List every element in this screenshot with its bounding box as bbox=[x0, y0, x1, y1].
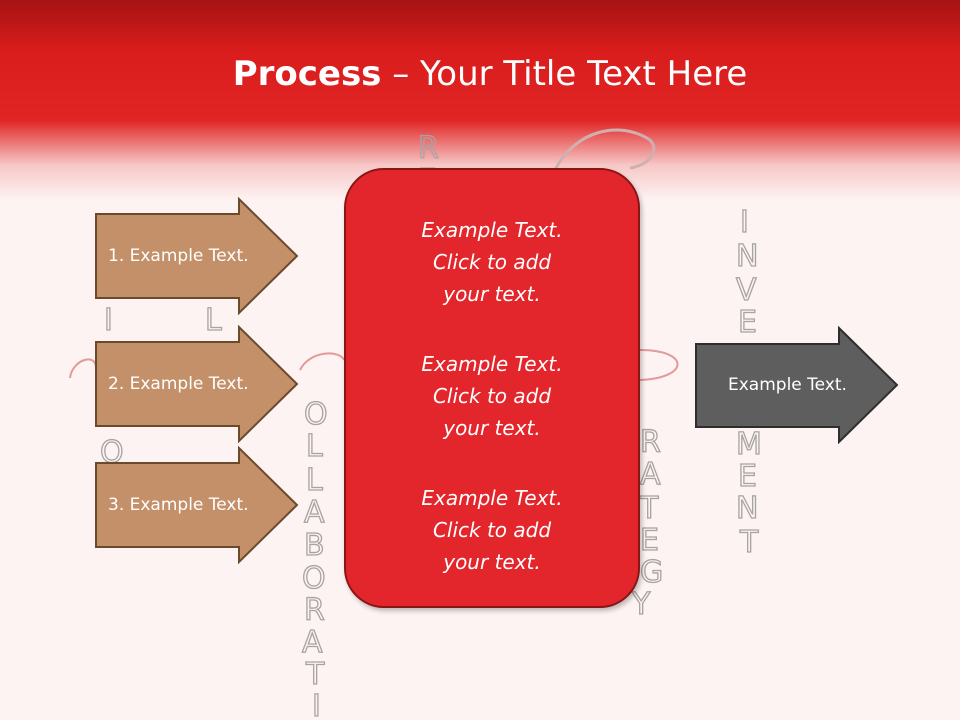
svg-text:L: L bbox=[205, 303, 222, 338]
svg-text:T: T bbox=[739, 525, 759, 560]
svg-text:E: E bbox=[640, 523, 659, 558]
svg-text:M: M bbox=[736, 427, 762, 462]
center-text-box[interactable]: Example Text. Click to add your text. Ex… bbox=[344, 168, 640, 608]
result-label: Example Text. bbox=[728, 375, 847, 395]
step-3-arrow[interactable]: 3. Example Text. bbox=[94, 446, 300, 564]
svg-text:Y: Y bbox=[631, 587, 651, 622]
svg-text:L: L bbox=[306, 463, 323, 498]
title-bold: Process bbox=[232, 54, 382, 94]
svg-text:B: B bbox=[304, 528, 325, 563]
svg-text:I: I bbox=[312, 689, 321, 720]
svg-text:I: I bbox=[104, 303, 113, 338]
svg-text:R: R bbox=[418, 131, 439, 166]
svg-text:A: A bbox=[304, 495, 325, 530]
page-title: Process – Your Title Text Here bbox=[0, 52, 960, 96]
svg-text:R: R bbox=[304, 593, 325, 628]
svg-text:N: N bbox=[736, 491, 758, 526]
step-3-label: 3. Example Text. bbox=[108, 495, 249, 515]
svg-text:V: V bbox=[736, 273, 757, 308]
svg-text:I: I bbox=[740, 205, 749, 240]
svg-text:A: A bbox=[302, 625, 323, 660]
svg-text:T: T bbox=[305, 657, 325, 692]
svg-text:A: A bbox=[640, 457, 661, 492]
arrow-right-shape bbox=[95, 325, 299, 443]
arrow-right-shape bbox=[695, 326, 899, 444]
header-band bbox=[0, 0, 960, 200]
svg-text:O: O bbox=[304, 397, 328, 432]
center-paragraph-2: Example Text. Click to add your text. bbox=[421, 352, 563, 440]
svg-text:O: O bbox=[302, 561, 326, 596]
svg-text:N: N bbox=[736, 239, 758, 274]
svg-text:E: E bbox=[738, 459, 757, 494]
svg-text:G: G bbox=[640, 555, 663, 590]
step-1-label: 1. Example Text. bbox=[108, 246, 249, 266]
step-1-arrow[interactable]: 1. Example Text. bbox=[94, 197, 300, 315]
center-paragraph-1: Example Text. Click to add your text. bbox=[421, 218, 563, 306]
arrow-right-shape bbox=[95, 197, 299, 315]
svg-text:E: E bbox=[738, 305, 757, 340]
step-2-arrow[interactable]: 2. Example Text. bbox=[94, 325, 300, 443]
step-2-label: 2. Example Text. bbox=[108, 374, 249, 394]
svg-text:T: T bbox=[639, 491, 659, 526]
center-paragraph-3: Example Text. Click to add your text. bbox=[421, 486, 563, 574]
result-arrow[interactable]: Example Text. bbox=[694, 326, 900, 444]
svg-text:R: R bbox=[640, 425, 661, 460]
title-rest: – Your Title Text Here bbox=[381, 54, 748, 94]
svg-text:L: L bbox=[306, 429, 323, 464]
arrow-right-shape bbox=[95, 446, 299, 564]
